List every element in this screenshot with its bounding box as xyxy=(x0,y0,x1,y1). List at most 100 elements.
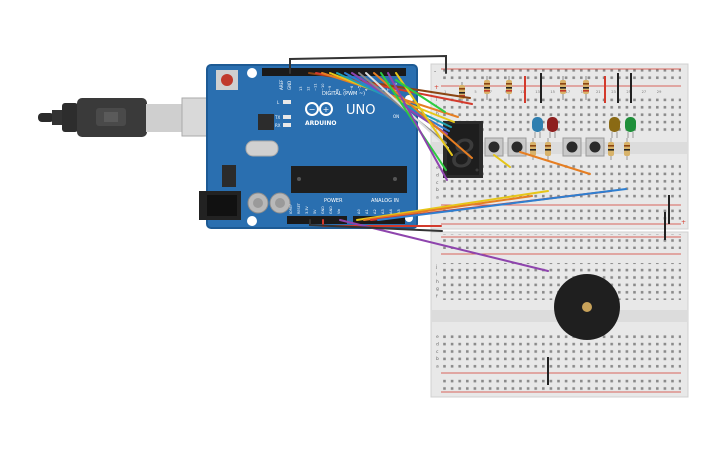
power-pin-label: GND xyxy=(321,206,325,214)
power-pin-label: 3.3V xyxy=(305,206,309,214)
row-letter: d xyxy=(436,341,439,347)
analog-pin-label: A5 xyxy=(397,209,401,214)
row-letter: c xyxy=(436,181,439,186)
row-letter: j xyxy=(435,264,437,270)
resistor xyxy=(624,138,630,160)
power-pin-label: Vin xyxy=(337,209,341,214)
row-letter: e xyxy=(436,335,439,340)
svg-text:+: + xyxy=(323,105,330,114)
digital-pin-label: ~10 xyxy=(321,83,325,91)
power-pin-labels: IOREF RESET 3.3V 5V GND GND Vin xyxy=(289,202,341,214)
resistor xyxy=(560,76,566,100)
wire-green-2 xyxy=(395,79,446,113)
analog-pin-label: A1 xyxy=(365,209,369,214)
row-letter: g xyxy=(436,287,439,292)
resistor xyxy=(608,138,614,160)
aref-label: AREF xyxy=(279,79,284,90)
analog-pin-labels: A0 A1 A2 A3 A4 A5 xyxy=(357,209,401,214)
resistor xyxy=(484,76,490,100)
digital-pin-label: 13 xyxy=(299,86,303,91)
led-rx-label: RX xyxy=(275,123,281,128)
wire-purple-2 xyxy=(387,72,448,181)
digital-pin-label: ~6 xyxy=(350,85,354,91)
column-number: 13 xyxy=(535,90,540,94)
wire-yellow-btn xyxy=(493,154,511,168)
gnd-label: GND xyxy=(287,81,292,90)
column-number: 11 xyxy=(520,90,525,94)
resistor xyxy=(506,76,512,100)
row-letter: a xyxy=(436,365,439,370)
wire-black-gnd-2 xyxy=(309,219,443,232)
display-digit: 8 xyxy=(451,132,475,176)
digital-pin-label: 12 xyxy=(306,86,310,91)
analog-header-label: ANALOG IN xyxy=(371,198,399,204)
column-number: 21 xyxy=(596,90,601,94)
column-number: 7 xyxy=(490,90,492,94)
row-letter: b xyxy=(436,356,439,362)
power-header-label: POWER xyxy=(324,198,343,204)
resistor xyxy=(545,138,551,160)
power-pin-label: RESET xyxy=(297,202,301,214)
digital-pin-label: 8 xyxy=(336,88,340,91)
microcontroller-chip xyxy=(291,166,407,193)
digital-pin-label: 7 xyxy=(343,89,347,91)
row-letter: c xyxy=(436,350,439,355)
row-letter: e xyxy=(436,166,439,171)
power-pin-label: GND xyxy=(329,206,333,214)
analog-pin-label: A0 xyxy=(357,209,361,214)
push-button[interactable] xyxy=(562,137,582,157)
row-letter: f xyxy=(436,294,438,300)
analog-pin-label: A2 xyxy=(373,209,377,214)
piezo-buzzer xyxy=(554,274,620,340)
digital-pin-label: ~5 xyxy=(357,86,361,91)
svg-text:−: − xyxy=(309,105,316,114)
wire-blue-a xyxy=(377,188,627,221)
top-rail-plus-right: + xyxy=(681,219,686,226)
column-number: 17 xyxy=(566,90,571,94)
digital-pin-label: 4 xyxy=(365,88,369,91)
wire-orange-btn xyxy=(519,151,591,175)
board-model-label: UNO xyxy=(346,103,375,118)
digital-header xyxy=(262,68,406,76)
column-number: 1 xyxy=(444,90,446,94)
column-number: 27 xyxy=(642,90,647,94)
column-number: 25 xyxy=(626,90,631,94)
digital-pin-label: ~9 xyxy=(328,85,332,91)
power-pin-label: 5V xyxy=(313,209,317,214)
power-pin-label: IOREF xyxy=(289,204,293,214)
led-l-label: L xyxy=(277,100,280,105)
push-button[interactable] xyxy=(585,137,605,157)
resistors-mid xyxy=(530,138,630,160)
arduino-board: − + UNO ARDUINO DIGITAL (PWM ~) POWER AN… xyxy=(199,64,418,229)
wires xyxy=(289,54,627,272)
resistor xyxy=(583,76,589,100)
column-number: 5 xyxy=(474,90,476,94)
row-letter: h xyxy=(436,279,439,285)
digital-pin-label: ~11 xyxy=(314,83,318,91)
led-green xyxy=(625,117,636,138)
board-brand-label: ARDUINO xyxy=(305,120,336,127)
row-letter: h xyxy=(436,111,439,117)
analog-pin-label: A4 xyxy=(389,209,393,214)
power-header xyxy=(287,216,347,224)
led-blue xyxy=(532,117,543,138)
top-rail-plus: + xyxy=(434,84,439,91)
power-jumpers xyxy=(524,73,670,385)
led-red xyxy=(547,117,558,138)
wire-gray xyxy=(358,72,447,144)
push-button[interactable] xyxy=(484,137,504,157)
wire-yellow-a xyxy=(356,190,549,221)
row-letter: a xyxy=(436,196,439,201)
wire-orange-a xyxy=(363,195,533,221)
wire-green xyxy=(380,72,447,171)
row-letter: d xyxy=(436,172,439,178)
column-number: 15 xyxy=(550,90,555,94)
row-letter: j xyxy=(435,96,437,102)
column-number: 29 xyxy=(657,90,662,94)
analog-pin-label: A3 xyxy=(381,209,385,214)
led-yellow xyxy=(609,117,620,138)
digital-header-label: DIGITAL (PWM ~) xyxy=(322,91,365,97)
